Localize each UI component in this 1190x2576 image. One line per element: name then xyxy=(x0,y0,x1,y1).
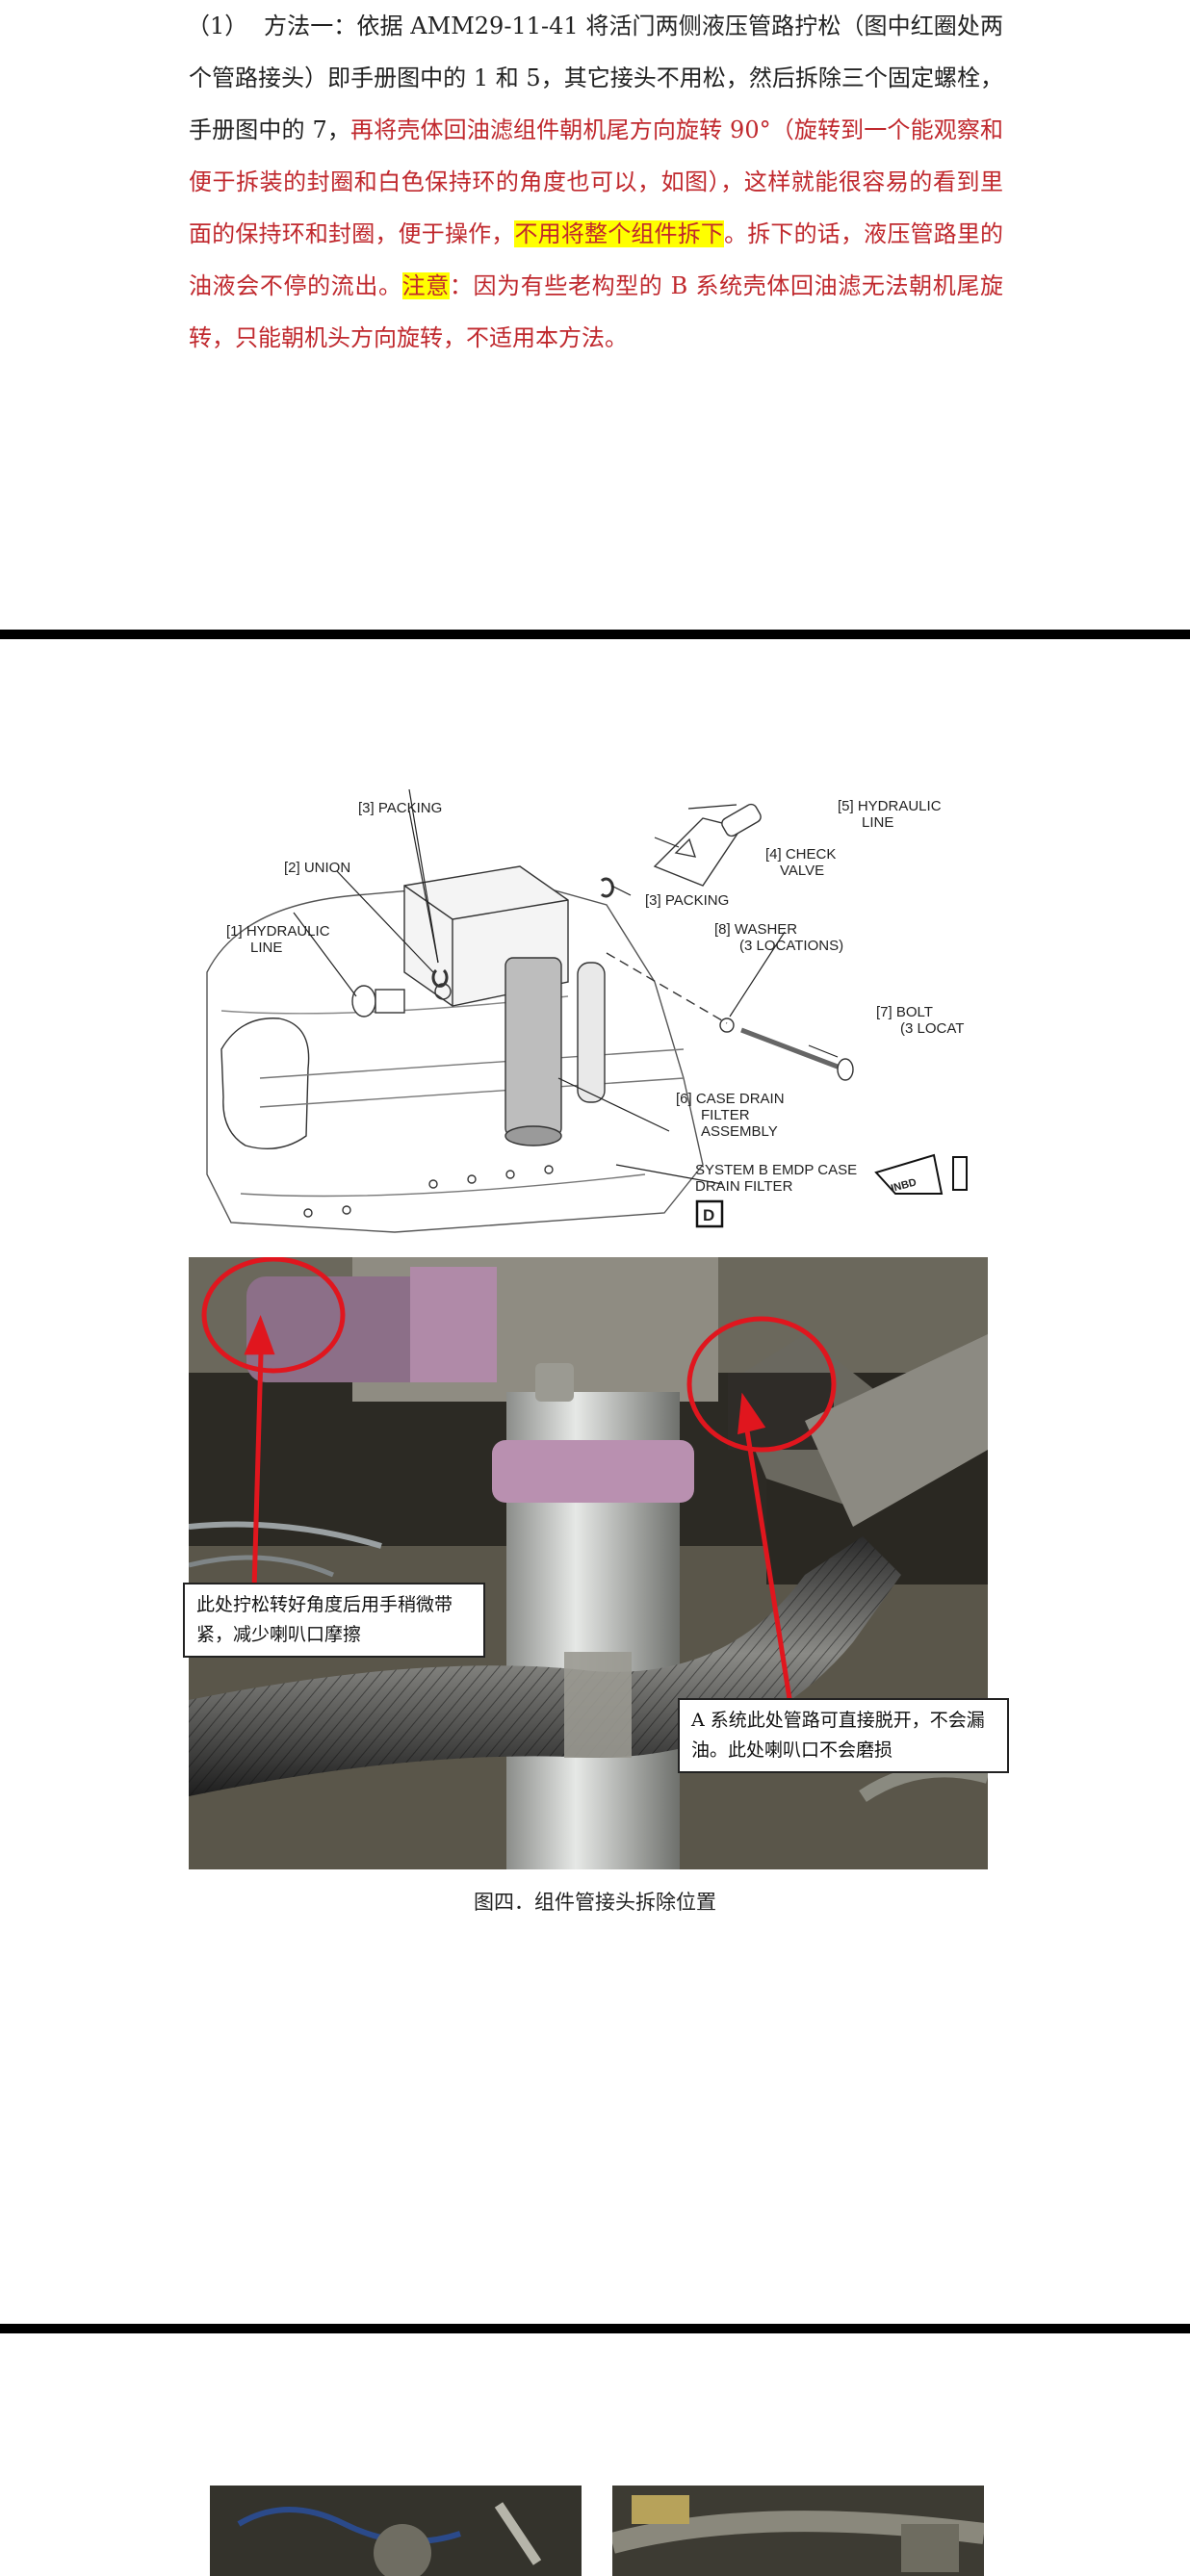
highlight-note: 注意 xyxy=(401,272,450,299)
annotation-circles xyxy=(201,1257,837,1706)
paragraph-text: 方法一：依据 AMM29-11-41 将活门两侧液压管路拧松（图中红圈处两个管路… xyxy=(189,0,1003,364)
highlight-no-remove: 不用将整个组件拆下 xyxy=(514,220,725,247)
label-case-drain-b: FILTER xyxy=(701,1107,750,1123)
label-packing-right: [3] PACKING xyxy=(645,892,729,909)
text-segment-red: 再将壳体回油滤组件朝机尾方向旋转 90°（旋转到一个能观察和便于拆装的封圈和白色… xyxy=(189,116,1003,247)
label-case-drain-c: ASSEMBLY xyxy=(701,1123,778,1140)
photo-thumbnail-right xyxy=(612,2486,984,2576)
callout-loosen-union: 此处拧松转好角度后用手稍微带紧，减少喇叭口摩擦 xyxy=(183,1583,485,1658)
label-case-drain: [6] CASE DRAIN xyxy=(676,1091,785,1107)
label-washer: [8] WASHER xyxy=(714,921,797,938)
label-hydraulic-line-5: [5] HYDRAULIC xyxy=(838,798,942,814)
label-hydraulic-line-1-b: LINE xyxy=(250,940,282,956)
label-system-b-b: DRAIN FILTER xyxy=(695,1178,793,1195)
procedure-paragraph: （1） 方法一：依据 AMM29-11-41 将活门两侧液压管路拧松（图中红圈处… xyxy=(187,0,1003,364)
page-divider xyxy=(0,630,1190,639)
step-number: （1） xyxy=(187,13,248,39)
inbd-arrow-icon: INBD xyxy=(874,1153,968,1195)
text-segment: 方法一：依据 AMM29-11-41 将活门两侧液压管路拧松（图中红圈处两个管路… xyxy=(189,13,1003,143)
label-check-valve: [4] CHECK xyxy=(765,846,836,863)
maintenance-photo xyxy=(189,1257,988,1869)
figure-caption: 图四．组件管接头拆除位置 xyxy=(474,1891,716,1914)
label-washer-b: (3 LOCATIONS) xyxy=(739,938,843,954)
label-bolt: [7] BOLT xyxy=(876,1004,933,1020)
photo-scene xyxy=(189,1257,988,1869)
photo-thumbnail-left xyxy=(210,2486,582,2576)
label-check-valve-b: VALVE xyxy=(780,863,824,879)
label-bolt-b: (3 LOCAT xyxy=(900,1020,964,1037)
callout-system-a-line: A 系统此处管路可直接脱开，不会漏油。此处喇叭口不会磨损 xyxy=(678,1698,1009,1773)
label-hydraulic-line-5-b: LINE xyxy=(862,814,893,831)
text-segment-red: 。拆下的话，液压管路里的油液会不停的流出。 xyxy=(189,220,1004,299)
callout-right-text: A 系统此处管路可直接脱开，不会漏油。此处喇叭口不会磨损 xyxy=(691,1710,985,1761)
label-union: [2] UNION xyxy=(284,860,350,876)
callout-left-text: 此处拧松转好角度后用手稍微带紧，减少喇叭口摩擦 xyxy=(196,1594,453,1645)
label-packing-top: [3] PACKING xyxy=(358,800,442,816)
manual-diagram: [3] PACKING [5] HYDRAULIC LINE [4] CHECK… xyxy=(202,788,978,1242)
label-hydraulic-line-1: [1] HYDRAULIC xyxy=(226,923,330,940)
text-segment-red: ：因为有些老构型的 B 系统壳体回油滤无法朝机尾旋转，只能朝机头方向旋转，不适用… xyxy=(189,272,1004,351)
page-1: （1） 方法一：依据 AMM29-11-41 将活门两侧液压管路拧松（图中红圈处… xyxy=(0,0,1190,626)
page-divider xyxy=(0,2324,1190,2333)
label-system-b: SYSTEM B EMDP CASE xyxy=(695,1162,857,1178)
view-letter: D xyxy=(703,1206,714,1224)
page-3 xyxy=(0,2333,1190,2576)
diagram-drawing: [3] PACKING [5] HYDRAULIC LINE [4] CHECK… xyxy=(206,788,968,1233)
